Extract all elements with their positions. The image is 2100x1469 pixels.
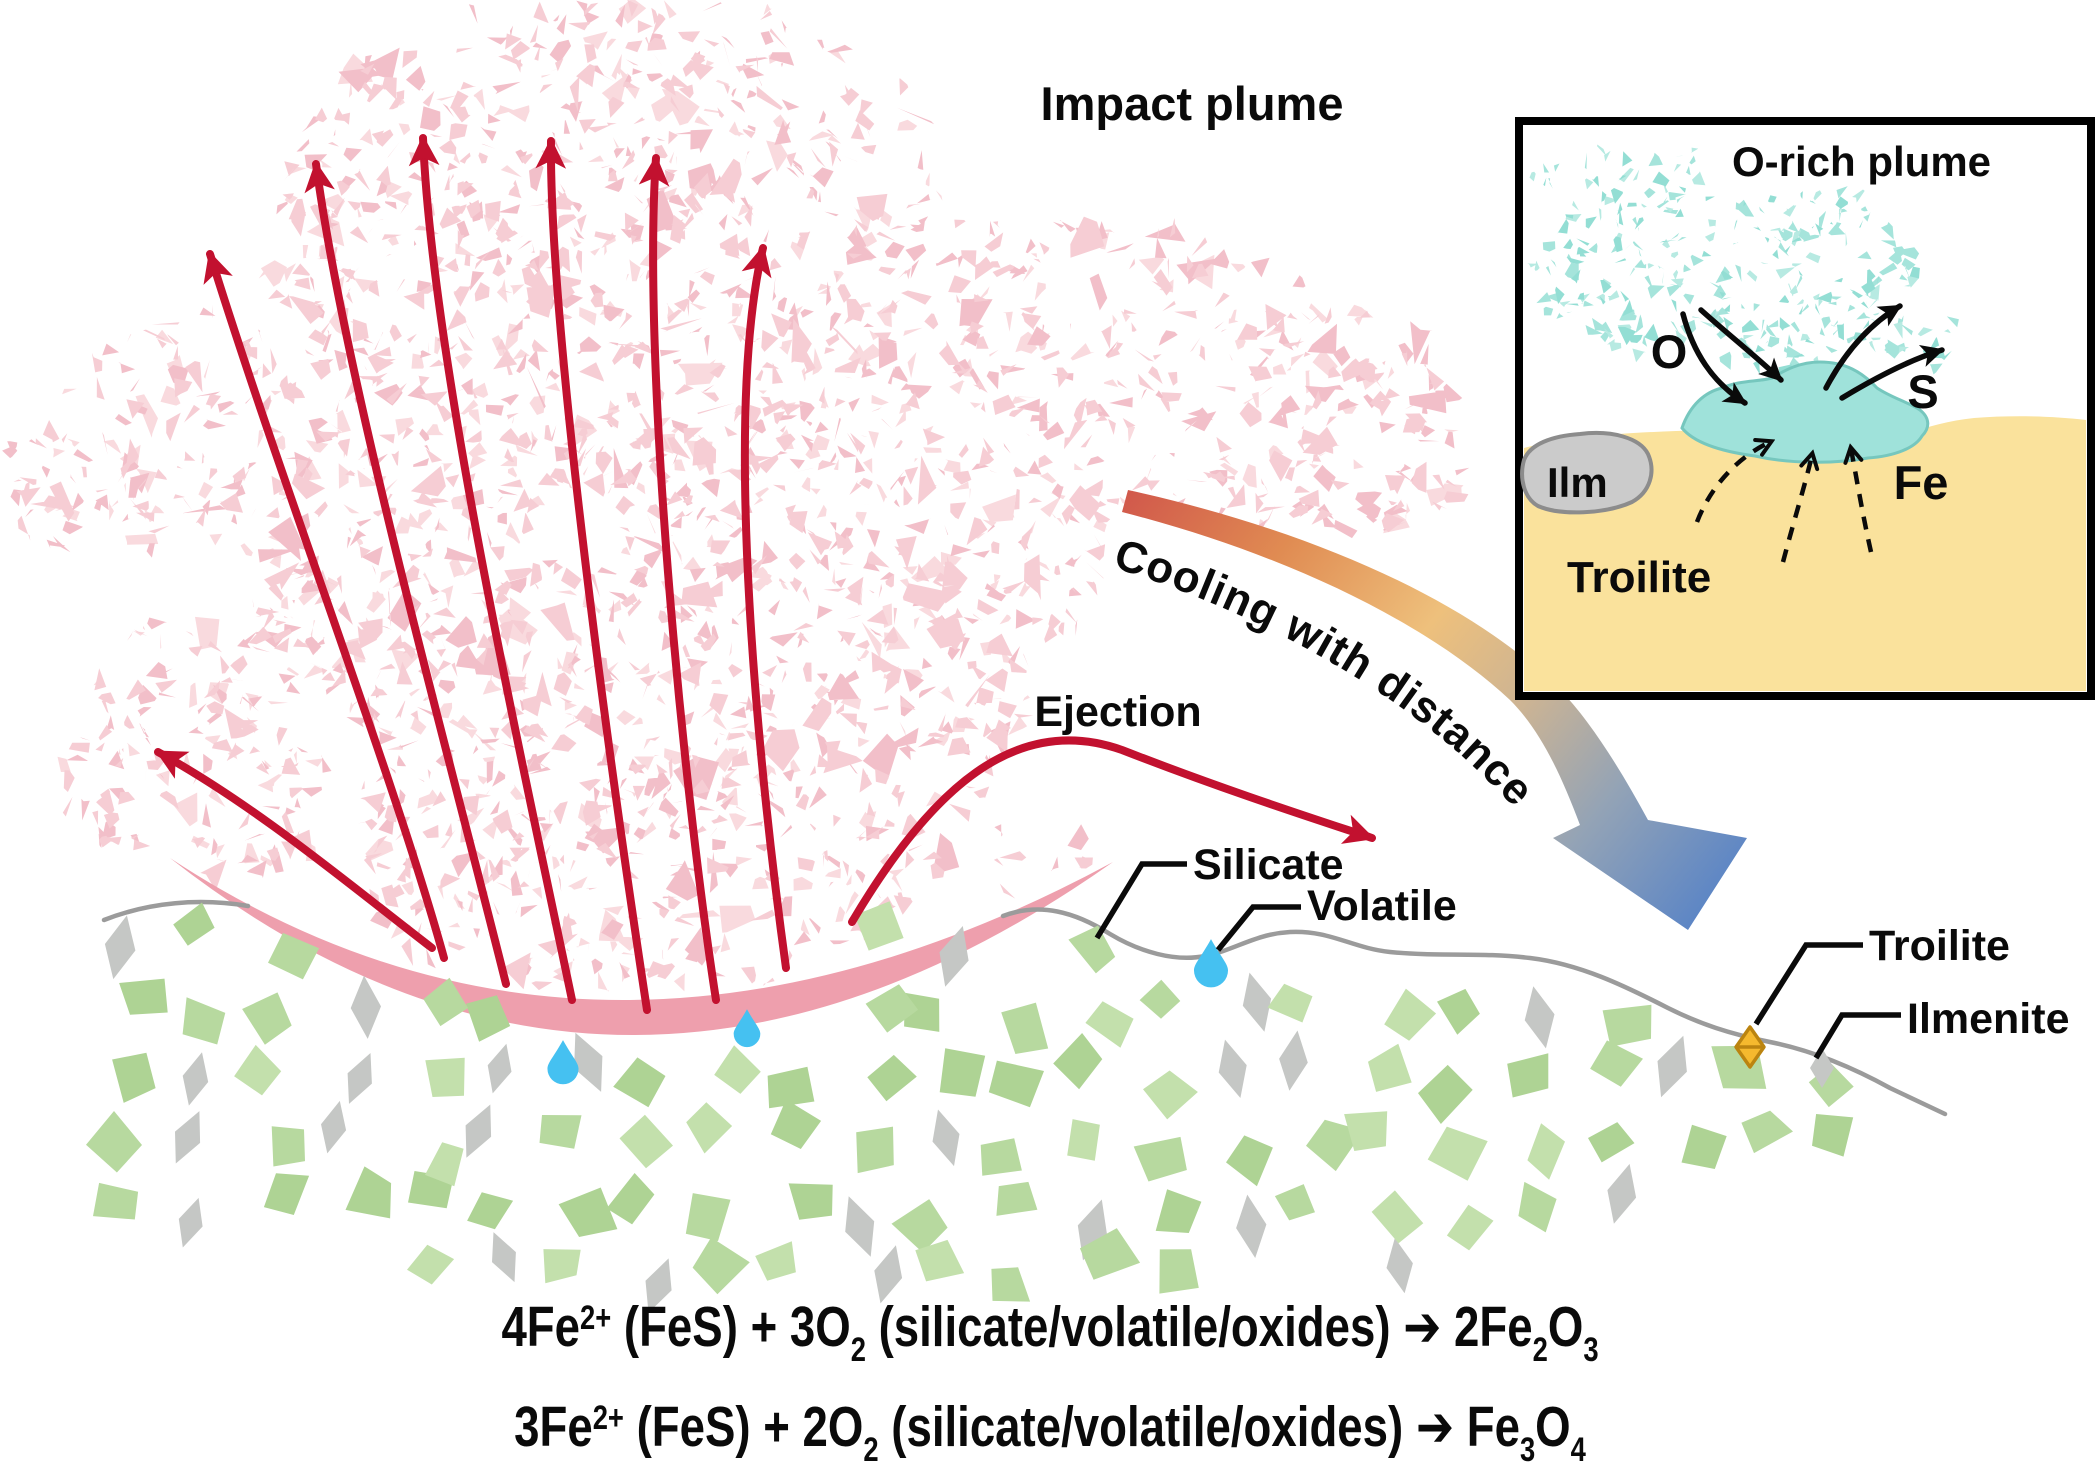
ilmenite-clast xyxy=(1520,431,1654,515)
silicate-label: Silicate xyxy=(1193,841,1344,889)
iron-up-arrow-3 xyxy=(1851,449,1874,553)
hematite-reaction-equation: 4Fe2+ (FeS) + 3O2 (silicate/volatile/oxi… xyxy=(501,1295,1599,1370)
sulfur-label: S xyxy=(1907,365,1938,418)
inset-title: O-rich plume xyxy=(1732,138,1991,185)
magnetite-reaction-equation: 3Fe2+ (FeS) + 2O2 (silicate/volatile/oxi… xyxy=(514,1395,1586,1469)
oxygen-label: O xyxy=(1651,325,1688,378)
ejecta-flow-arrows xyxy=(154,134,1376,1014)
volatile-leader-line xyxy=(1215,904,1301,952)
annotations: Impact plume Ejection Silicate Volatile … xyxy=(1034,77,2070,1060)
ejecta-arrow-2 xyxy=(304,160,510,988)
ejecta-arrow-left-hook xyxy=(154,748,436,952)
iron-up-arrow-1 xyxy=(1694,442,1770,523)
ejecta-arrow-4 xyxy=(535,137,651,1014)
ejecta-arrow-1 xyxy=(203,250,448,962)
oxygen-in-arrow-2 xyxy=(1698,307,1784,383)
surface-line-left xyxy=(101,899,251,923)
ejecta-arrow-6 xyxy=(740,244,790,972)
inset-troilite-label: Troilite xyxy=(1567,553,1711,602)
ilmenite-leader-line xyxy=(1813,1012,1901,1060)
volatile-label: Volatile xyxy=(1307,882,1457,930)
ilmenite-abbr-label: Ilm xyxy=(1547,459,1608,506)
inset-o-rich-plume: O-rich plume O S Ilm Fe Troilite xyxy=(1515,117,2095,700)
iron-label: Fe xyxy=(1894,456,1949,509)
sulfur-out-arrow-2 xyxy=(1839,344,1945,401)
oxygen-in-arrow-1 xyxy=(1680,311,1748,406)
volatile-droplet-icon xyxy=(733,1009,761,1048)
ejection-label: Ejection xyxy=(1034,688,1201,736)
iron-troilite-substrate xyxy=(1524,416,2086,691)
troilite-crystal-icon xyxy=(1734,1025,1766,1069)
ilmenite-label: Ilmenite xyxy=(1907,995,2070,1043)
ejection-trajectory-arrow xyxy=(848,736,1376,926)
troilite-label: Troilite xyxy=(1869,922,2010,970)
page-title: Impact plume xyxy=(1041,77,1344,130)
sulfur-out-arrow-1 xyxy=(1823,303,1903,391)
cooling-gradient-arrow xyxy=(1122,490,1747,930)
iron-up-arrow-2 xyxy=(1780,455,1812,563)
regolith-grains xyxy=(86,901,1854,1313)
troilite-leader-line xyxy=(1753,942,1863,1026)
volatile-droplet-icon xyxy=(547,1040,579,1085)
ejecta-arrow-5 xyxy=(638,154,720,1004)
volatile-droplet-icons xyxy=(547,939,1229,1085)
o-rich-plume-cloud xyxy=(1527,144,1959,376)
surface-line-right xyxy=(1000,907,1948,1117)
volatile-droplet-icon xyxy=(1193,939,1229,988)
crater-melt-sheet xyxy=(170,858,1113,1036)
impact-plume-cloud xyxy=(2,0,1470,992)
ejecta-arrow-3 xyxy=(408,134,576,1004)
silicate-leader-line xyxy=(1094,861,1187,940)
